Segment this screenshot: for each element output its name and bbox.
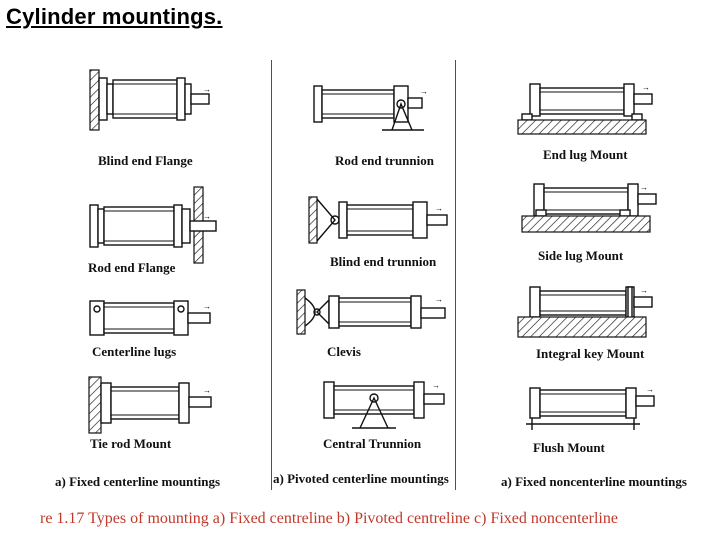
blind-end-trunnion-diagram: → [308, 196, 448, 244]
divider-right [455, 60, 456, 490]
label-centerline-lugs: Centerline lugs [92, 344, 177, 359]
tie-rod-mount-diagram: → [88, 376, 212, 434]
label-side-lug-mount: Side lug Mount [538, 248, 624, 263]
flush-mount-diagram: → [526, 385, 655, 430]
label-end-lug-mount: End lug Mount [543, 147, 628, 162]
label-integral-key-mount: Integral key Mount [536, 346, 645, 361]
label-blind-end-trunnion: Blind end trunnion [330, 254, 437, 269]
blind-end-flange-diagram: → [89, 69, 211, 131]
svg-text:→: → [203, 85, 211, 94]
svg-text:→: → [203, 302, 211, 311]
clevis-diagram: → [296, 289, 446, 335]
label-central-trunnion: Central Trunnion [323, 436, 422, 451]
label-rod-end-trunnion: Rod end trunnion [335, 153, 434, 168]
svg-text:→: → [435, 295, 443, 304]
svg-text:→: → [432, 381, 440, 390]
divider-left [271, 60, 272, 490]
svg-text:→: → [642, 83, 650, 92]
svg-text:→: → [420, 87, 428, 96]
label-clevis: Clevis [327, 344, 361, 359]
rod-end-flange-diagram: → [89, 186, 217, 264]
end-lug-mount-diagram: → [517, 83, 653, 135]
group-label-pivoted-centerline: a) Pivoted centerline mountings [273, 471, 449, 486]
group-label-fixed-centerline: a) Fixed centerline mountings [55, 474, 221, 489]
svg-text:→: → [640, 183, 648, 192]
svg-text:→: → [203, 212, 211, 221]
svg-text:→: → [435, 204, 443, 213]
label-blind-end-flange: Blind end Flange [98, 153, 193, 168]
integral-key-mount-diagram: → [517, 286, 653, 338]
rod-end-trunnion-diagram: → [313, 85, 428, 131]
figure-caption: re 1.17 Types of mounting a) Fixed centr… [40, 510, 618, 527]
svg-text:→: → [203, 386, 211, 395]
svg-text:→: → [646, 385, 654, 394]
label-rod-end-flange: Rod end Flange [88, 260, 176, 275]
central-trunnion-diagram: → [323, 381, 445, 429]
page-title: Cylinder mountings. [6, 4, 223, 29]
centerline-lugs-diagram: → [89, 300, 211, 336]
label-flush-mount: Flush Mount [533, 440, 605, 455]
svg-text:→: → [640, 286, 648, 295]
group-label-fixed-noncenterline: a) Fixed noncenterline mountings [501, 474, 687, 489]
label-tie-rod-mount: Tie rod Mount [90, 436, 172, 451]
side-lug-mount-diagram: → [521, 183, 657, 233]
